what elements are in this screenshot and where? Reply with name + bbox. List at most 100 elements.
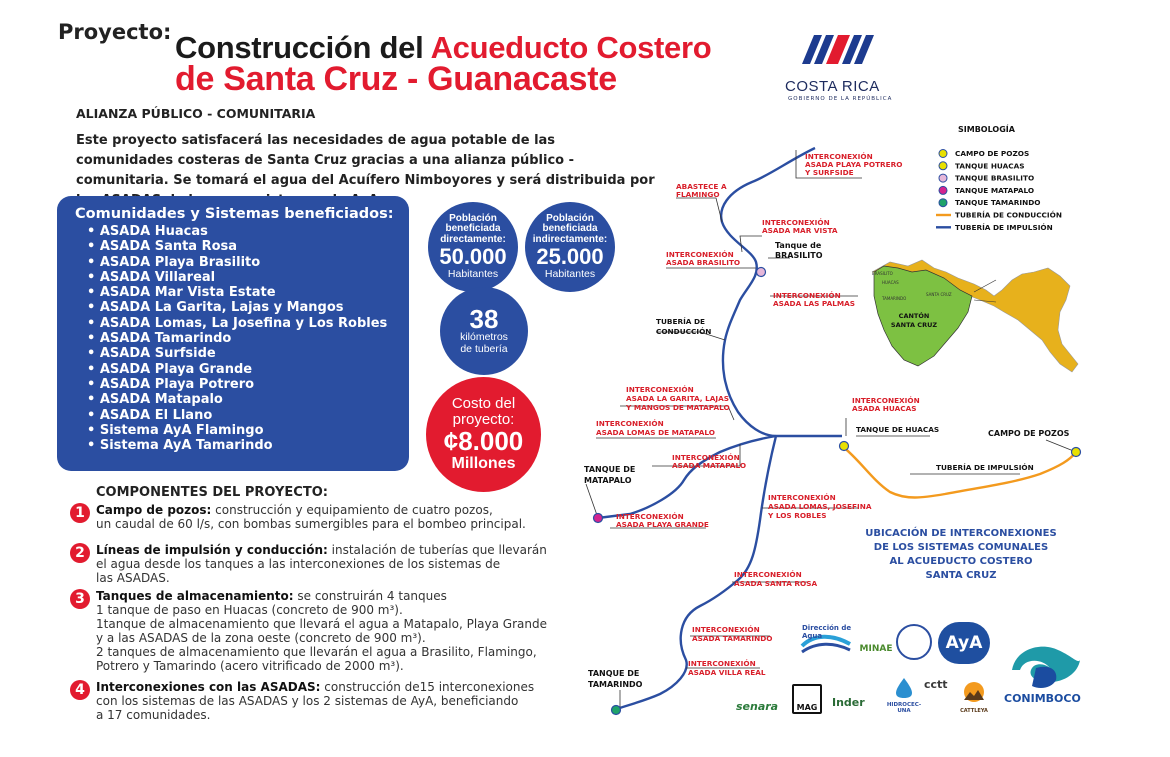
community-item: ASADA Playa Grande (87, 362, 409, 377)
inder-text: Inder (832, 696, 865, 709)
km-label-2: de tubería (460, 342, 508, 355)
component-text: 1tanque de almacenamiento que llevará el… (96, 617, 547, 631)
legend-swatch (938, 161, 948, 171)
pob-dir-label-2: beneficiada (445, 223, 501, 235)
km-label-1: kilómetros (460, 330, 508, 343)
component-line: 1tanque de almacenamiento que llevará el… (96, 617, 547, 631)
tuberia-impulsion-label: TUBERÍA DE IMPULSIÓN (936, 463, 1034, 472)
legend-label: TANQUE MATAPALO (955, 186, 1034, 195)
component-text: construcción y equipamiento de cuatro po… (211, 503, 493, 517)
community-item: ASADA Lomas, La Josefina y Los Robles (87, 316, 409, 331)
component-line: el agua desde los tanques a las intercon… (96, 557, 547, 571)
conimboco-logo: CONIMBOCO (1002, 640, 1088, 708)
component-text: 1 tanque de paso en Huacas (concreto de … (96, 603, 403, 617)
campo-pozos-label: CAMPO DE POZOS (988, 429, 1070, 438)
legend-title: SIMBOLOGÍA (958, 123, 1016, 134)
flag-stripes-icon (802, 35, 874, 64)
legend-swatch (938, 198, 948, 208)
seal-logo (896, 624, 932, 660)
senara-logo: senara (736, 686, 786, 714)
poblacion-directa-circle: Población beneficiada directamente: 50.0… (428, 202, 518, 292)
title-line-1-red: Acueducto Costero (430, 30, 712, 65)
pob-dir-value: 50.000 (439, 244, 507, 270)
component-line: Interconexiones con las ASADAS: construc… (96, 680, 534, 694)
cost-unit: Millones (451, 455, 516, 472)
component-number-badge: 2 (70, 543, 90, 563)
component-text: 2 tanques de almacenamiento que llevarán… (96, 645, 537, 659)
component-number-badge: 3 (70, 589, 90, 609)
aya-logo: AyA (938, 622, 990, 664)
community-item: ASADA Tamarindo (87, 331, 409, 346)
direccion-agua-text: Dirección de Agua (802, 624, 852, 640)
component-text: un caudal de 60 l/s, con bombas sumergib… (96, 517, 526, 531)
senara-text: senara (736, 700, 779, 713)
title-line-2-prefix: de (175, 60, 224, 98)
pob-ind-label-2: beneficiada (542, 223, 598, 235)
legend-swatch (938, 149, 948, 158)
component-text: a 17 comunidades. (96, 708, 211, 722)
direccion-agua-logo: Dirección de Agua (798, 624, 854, 658)
mag-text: MAG (796, 703, 818, 712)
pob-ind-unit: Habitantes (544, 268, 596, 281)
minae-text: MINAE (859, 644, 893, 654)
community-item: ASADA Playa Potrero (87, 377, 409, 392)
component-line: Tanques de almacenamiento: se construirá… (96, 589, 547, 603)
km-value: 38 (469, 303, 499, 334)
pipeline-impulsion-west (597, 434, 777, 520)
community-item: ASADA Santa Rosa (87, 239, 409, 254)
cattleya-logo: CATTLEYA (958, 680, 990, 714)
component-text: las ASADAS. (96, 571, 170, 585)
legend-swatch (938, 173, 948, 183)
costo-circle: Costo del proyecto: ¢8.000 Millones (426, 377, 541, 492)
cost-value: ¢8.000 (443, 426, 524, 456)
costa-rica-logo: COSTA RICA GOBIERNO DE LA REPÚBLICA (770, 30, 900, 110)
component-heading: Campo de pozos: (96, 503, 212, 517)
logo-name: COSTA RICA (785, 78, 880, 95)
cattleya-text: CATTLEYA (960, 708, 988, 714)
minae-logo: MINAE (858, 630, 894, 660)
mag-logo: MAG (792, 684, 822, 714)
title-line-1-black: Construcción del (175, 30, 431, 65)
alianza-heading: ALIANZA PÚBLICO - COMUNITARIA (76, 106, 316, 121)
poblacion-indirecta-circle: Población beneficiada indirectamente: 25… (525, 202, 615, 292)
component-line: y a las ASADAS de la zona oeste (concret… (96, 631, 547, 645)
pipeline-impulsion-south (613, 435, 778, 712)
component-text: Potrero y Tamarindo (acero vitrificado d… (96, 659, 404, 673)
aya-text: AyA (945, 633, 983, 653)
inder-logo: Inder (832, 682, 878, 712)
pob-ind-value: 25.000 (536, 244, 604, 270)
component-text: el agua desde los tanques a las intercon… (96, 557, 501, 571)
component-heading: Tanques de almacenamiento: (96, 589, 294, 603)
community-item: ASADA El Llano (87, 408, 409, 423)
conimboco-text: CONIMBOCO (1004, 692, 1081, 705)
community-item: ASADA Playa Brasilito (87, 255, 409, 270)
legend-label: TANQUE TAMARINDO (955, 198, 1041, 207)
component-body: Campo de pozos: construcción y equipamie… (96, 503, 526, 531)
component-item: 3 Tanques de almacenamiento: se construir… (70, 589, 547, 673)
pipeline-conduccion (841, 445, 1077, 499)
component-line: las ASADAS. (96, 571, 547, 585)
legend-swatch (938, 185, 948, 195)
component-text: con los sistemas de las ASADAS y los 2 s… (96, 694, 519, 708)
hidrocec-text: HIDROCEC-UNA (886, 702, 922, 714)
component-heading: Interconexiones con las ASADAS: (96, 680, 321, 694)
legend-label: CAMPO DE POZOS (955, 149, 1029, 158)
pipeline-impulsion-main (719, 146, 816, 438)
legend-label: TANQUE BRASILITO (955, 174, 1034, 183)
